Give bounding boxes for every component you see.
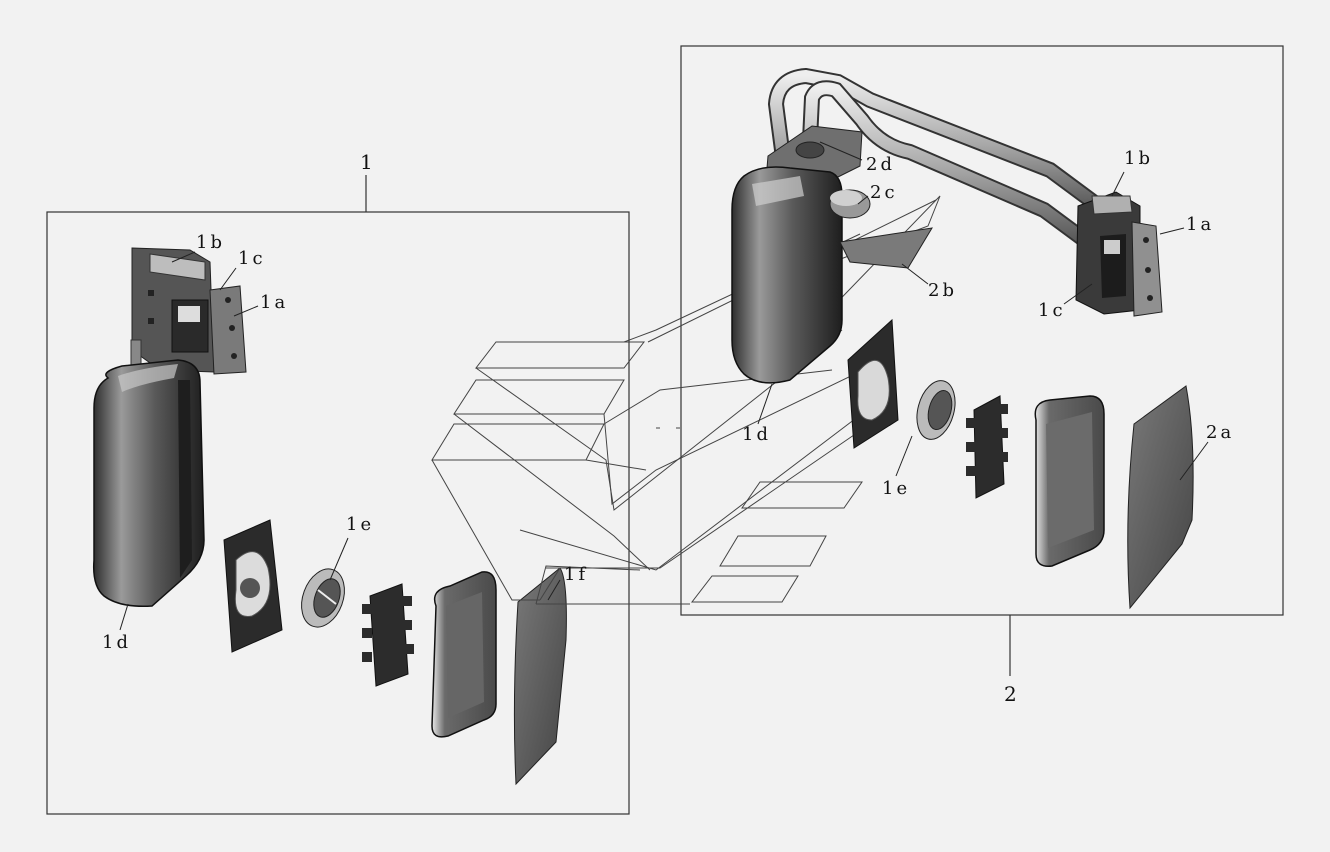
callout-g1-1d: 1d [102, 632, 131, 653]
motor-plate-2-part [847, 318, 899, 449]
cross-reference-outlines [431, 195, 941, 605]
callout-g2-2c: 2c [870, 182, 898, 203]
shim-2b-part [839, 227, 933, 269]
callout-g2-1a: 1a [1186, 214, 1215, 235]
knob-2c-part [829, 189, 871, 219]
group-2-parts [731, 67, 1194, 610]
mirror-glass-1f-part [513, 567, 567, 786]
callout-g2-2a: 2a [1206, 422, 1235, 443]
callout-g1-1b: 1b [196, 232, 225, 253]
group-1-number: 1 [360, 150, 373, 174]
leader-lines [119, 141, 1209, 631]
callout-g1-1e: 1e [346, 514, 375, 535]
callout-g1-1c: 1c [238, 248, 266, 269]
callout-g2-1c: 1c [1038, 300, 1066, 321]
group-2-frame [680, 45, 1284, 676]
heater-element-2-part [966, 395, 1008, 499]
disc-1e-part [301, 568, 345, 628]
mirror-glass-2a-part [1127, 385, 1194, 610]
group-2-number: 2 [1004, 682, 1017, 706]
callout-g2-2d: 2d [866, 154, 895, 175]
callout-g1-1f: 1f [564, 564, 589, 585]
mirror-housing-1d-part [92, 359, 205, 608]
backing-pad-1-part [431, 571, 497, 738]
callout-g2-1b: 1b [1124, 148, 1153, 169]
callout-g1-1a: 1a [260, 292, 289, 313]
motor-plate-1-part [223, 519, 283, 653]
heater-element-1-part [362, 583, 414, 687]
bracket-1b-right-part [1075, 191, 1141, 315]
clamp-1a-right-part [1131, 221, 1163, 317]
tube-arm-part [767, 67, 1112, 252]
disc-1e-right-part [916, 380, 956, 440]
mirror-housing-1d-right-part [731, 166, 843, 384]
callout-g2-1d: 1d [742, 424, 771, 445]
group-1-frame [46, 175, 630, 815]
callout-g2-2b: 2b [928, 280, 957, 301]
callout-g2-1e: 1e [882, 478, 911, 499]
group-1-parts [92, 247, 567, 786]
clamp-1a-part [209, 285, 247, 375]
bracket-1b-part [131, 247, 215, 373]
backing-pad-2-part [1034, 395, 1105, 567]
